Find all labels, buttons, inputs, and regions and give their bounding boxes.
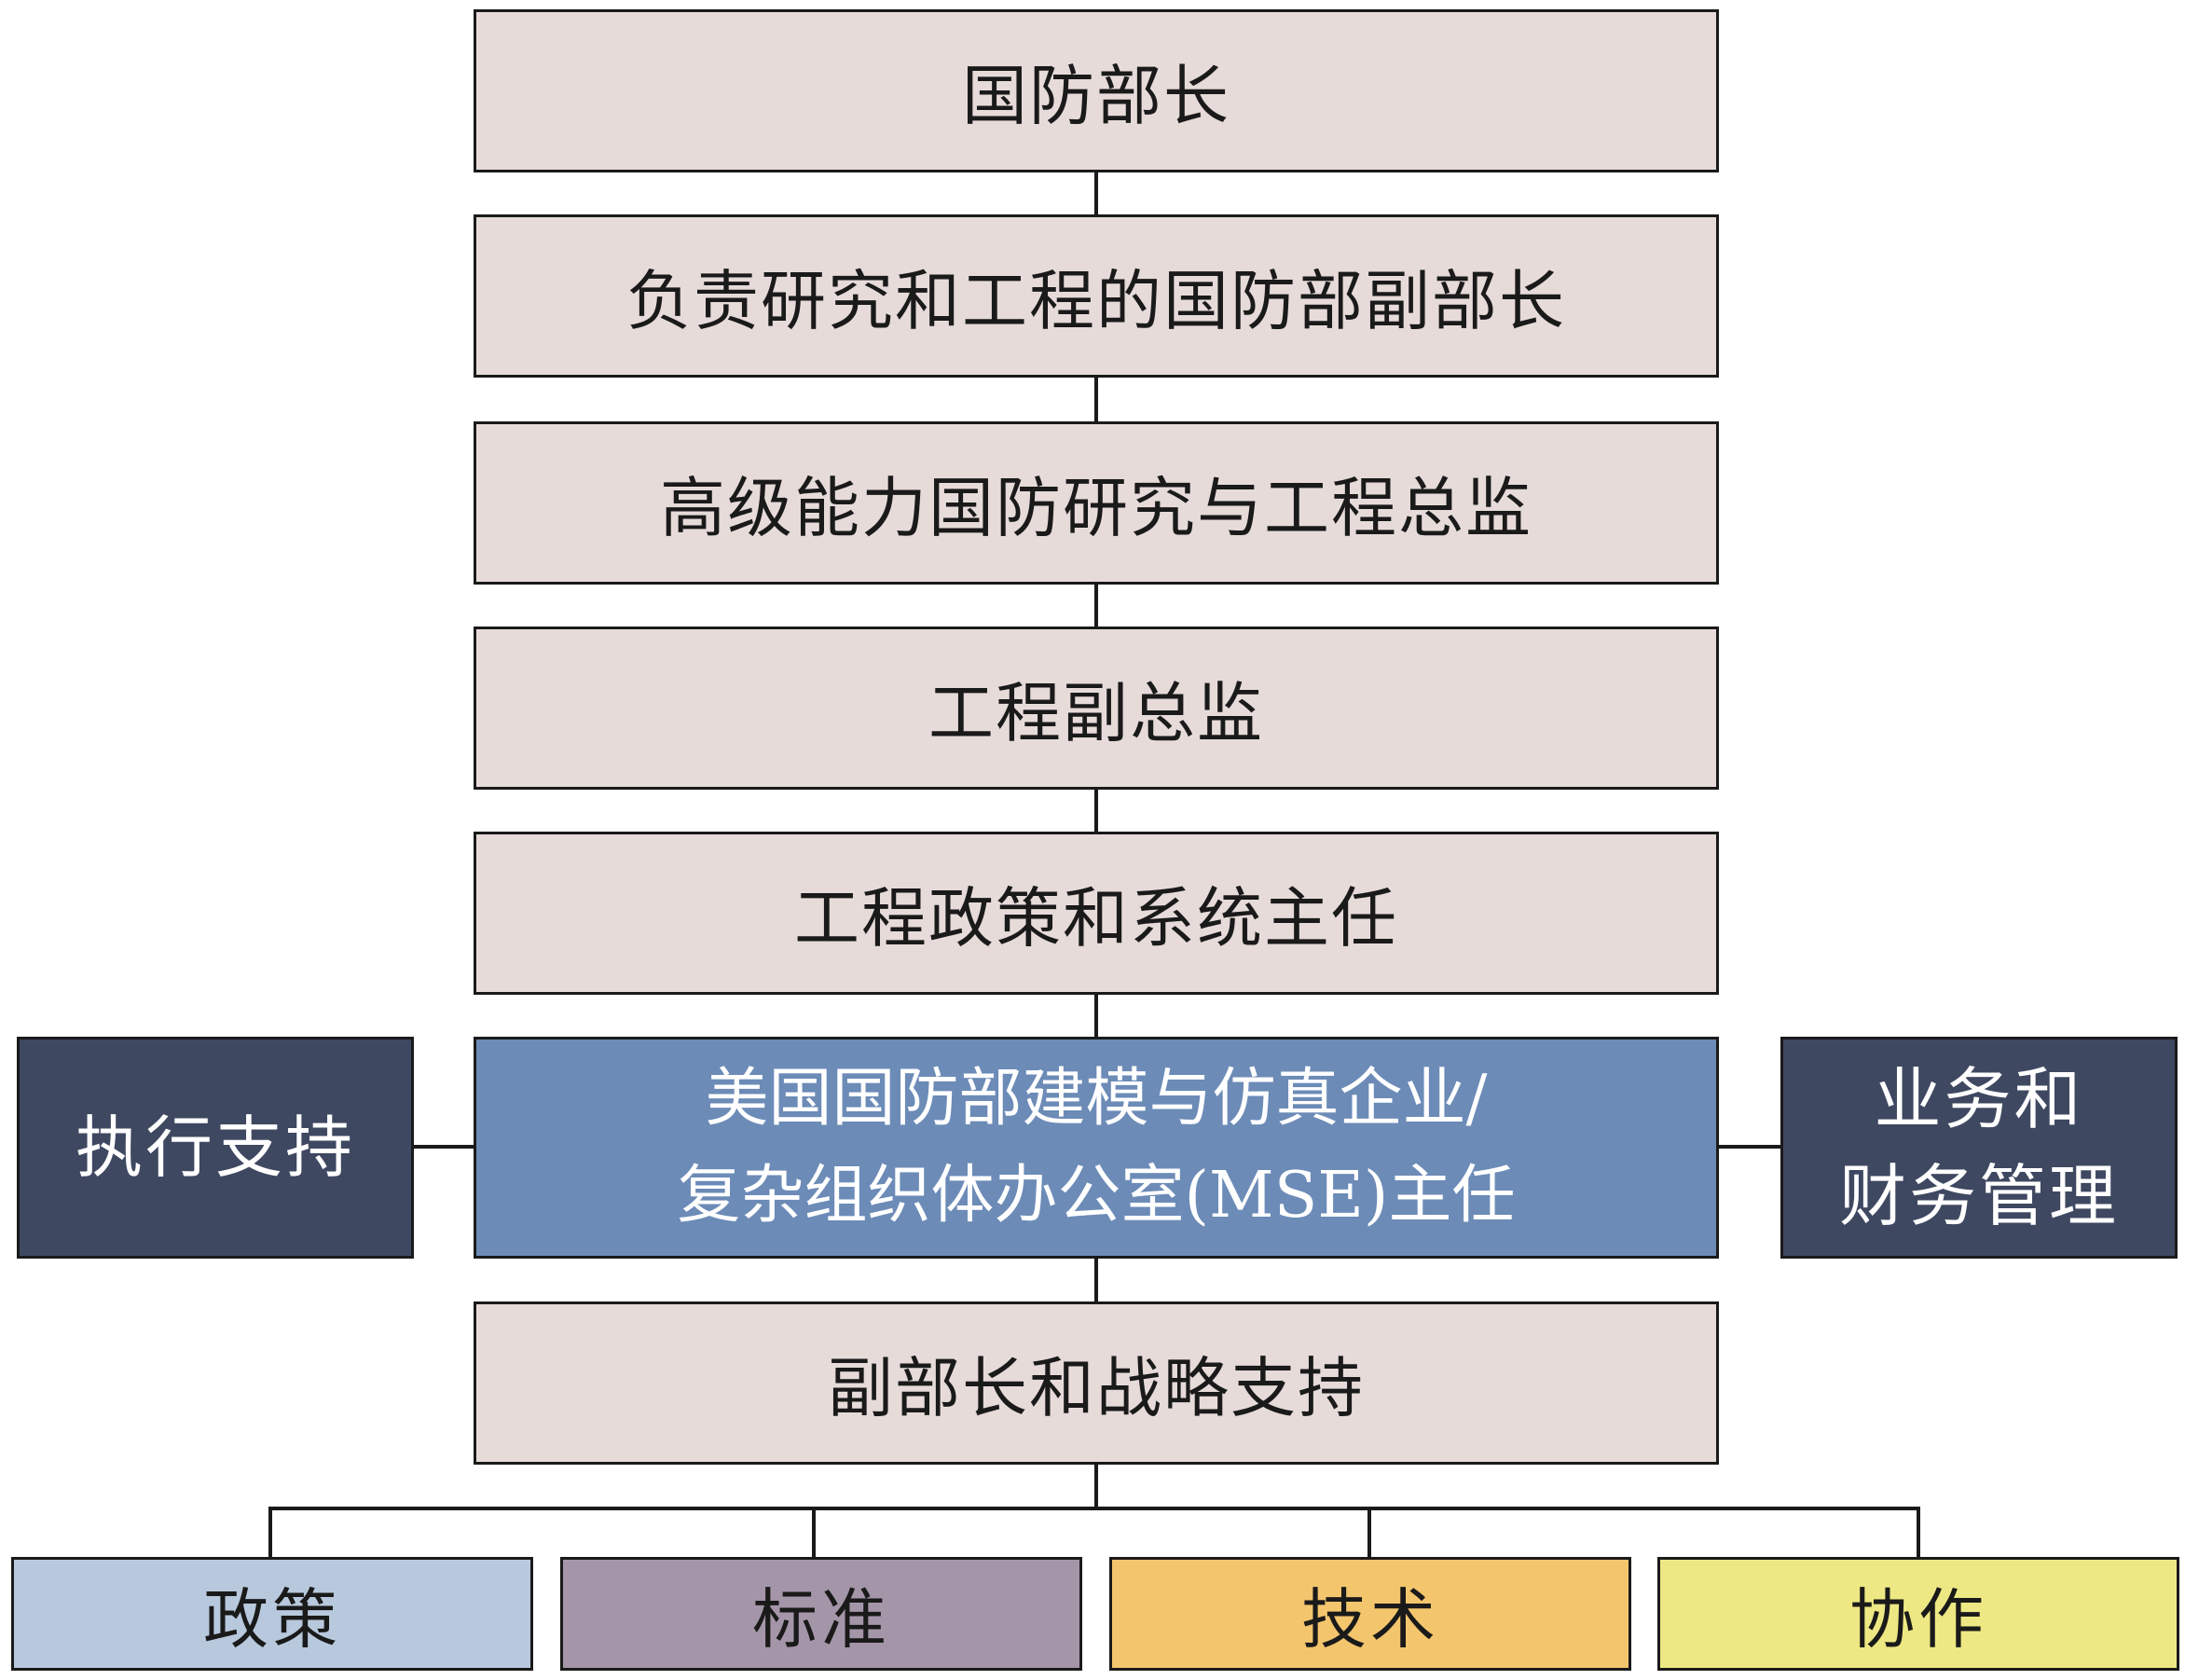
node-label: 负责研究和工程的国防部副部长	[626, 263, 1566, 339]
node-executive-support: 执行支持	[17, 1037, 414, 1259]
node-label: 高级能力国防研究与工程总监	[660, 470, 1532, 546]
connector-exec-mse	[410, 1145, 475, 1149]
node-director-advanced-capabilities: 高级能力国防研究与工程总监	[474, 421, 1719, 585]
connector-deputy-policy	[1094, 789, 1098, 833]
node-director-engineering-policy-systems: 工程政策和系统主任	[474, 832, 1719, 995]
node-under-secretary-research-engineering: 负责研究和工程的国防部副部长	[474, 214, 1719, 378]
node-label-line2: 复杂组织体办公室(MSE)主任	[677, 1159, 1516, 1232]
connector-bottom-bus	[268, 1507, 1920, 1510]
connector-usd-director	[1094, 377, 1098, 423]
node-deputy-strategy-support: 副部长和战略支持	[474, 1301, 1719, 1465]
node-label: 执行支持	[75, 1109, 355, 1187]
connector-bus-policy	[268, 1507, 272, 1559]
node-collaboration: 协作	[1657, 1557, 2179, 1671]
node-label-line1: 业务和	[1874, 1060, 2084, 1138]
connector-policy-mse	[1094, 994, 1098, 1039]
connector-bus-collaboration	[1917, 1507, 1920, 1559]
connector-bus-standards	[812, 1507, 816, 1559]
node-label: 标准	[752, 1580, 890, 1658]
node-deputy-director-engineering: 工程副总监	[474, 627, 1719, 790]
node-mse-office-director: 美国国防部建模与仿真企业/ 复杂组织体办公室(MSE)主任	[474, 1037, 1719, 1259]
node-label: 副部长和战略支持	[828, 1350, 1365, 1426]
node-secretary-of-defense: 国防部长	[474, 9, 1719, 172]
node-label: 协作	[1849, 1580, 1987, 1658]
node-label: 技术	[1301, 1580, 1439, 1658]
connector-bus-technology	[1367, 1507, 1371, 1559]
node-label: 工程副总监	[928, 675, 1264, 751]
connector-director-deputy	[1094, 584, 1098, 628]
node-technology: 技术	[1109, 1557, 1631, 1671]
connector-mse-business	[1717, 1145, 1784, 1149]
connector-mse-strategy	[1094, 1257, 1098, 1303]
node-label: 国防部长	[962, 58, 1230, 134]
node-policy: 政策	[11, 1557, 533, 1671]
node-label: 政策	[203, 1580, 341, 1658]
node-label-line1: 美国国防部建模与仿真企业/	[705, 1062, 1488, 1136]
node-business-financial-management: 业务和 财务管理	[1780, 1037, 2178, 1259]
connector-strategy-bus	[1094, 1464, 1098, 1510]
node-standards: 标准	[560, 1557, 1082, 1671]
connector-secretary-usd	[1094, 172, 1098, 216]
node-label: 工程政策和系统主任	[794, 880, 1398, 957]
node-label-line2: 财务管理	[1838, 1157, 2119, 1235]
